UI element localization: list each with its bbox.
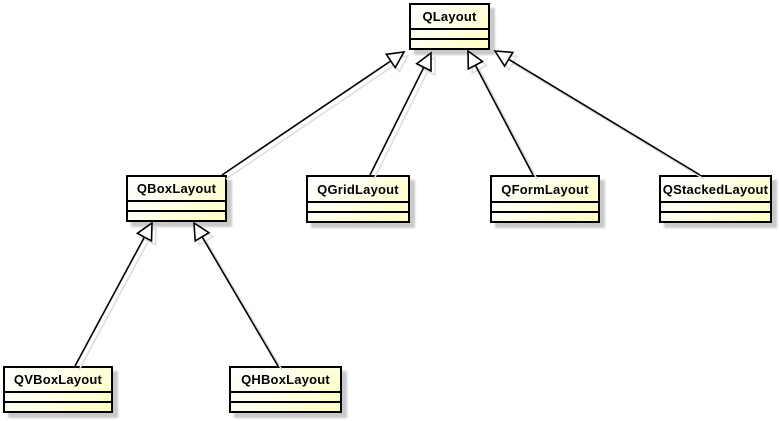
edge-qformlayout-to-qlayout bbox=[467, 49, 538, 180]
generalization-arrowhead-icon bbox=[415, 51, 432, 73]
edge-line bbox=[201, 236, 279, 367]
edge-qgridlayout-to-qlayout bbox=[369, 51, 436, 180]
class-name-qstackedlayout: QStackedLayout bbox=[662, 181, 769, 197]
edge-qhboxlayout-to-qboxlayout bbox=[193, 221, 283, 371]
edge-shadow bbox=[225, 64, 396, 180]
operations-compartment bbox=[492, 211, 598, 221]
edge-qvboxlayout-to-qboxlayout bbox=[74, 221, 157, 371]
class-name-qformlayout: QFormLayout bbox=[501, 181, 589, 197]
class-box-qformlayout: QFormLayout bbox=[490, 175, 600, 223]
generalization-arrowhead-shadow bbox=[197, 225, 215, 247]
generalization-arrowhead-shadow bbox=[419, 55, 436, 77]
operations-compartment bbox=[5, 401, 111, 411]
operations-compartment bbox=[308, 211, 408, 221]
class-box-qboxlayout: QBoxLayout bbox=[126, 175, 227, 222]
class-name-qhboxlayout: QHBoxLayout bbox=[241, 372, 330, 387]
operations-compartment bbox=[231, 401, 340, 411]
attributes-compartment bbox=[661, 201, 770, 211]
generalization-arrowhead-icon bbox=[493, 50, 515, 68]
generalization-arrowhead-icon bbox=[384, 51, 406, 70]
class-box-qvboxlayout: QVBoxLayout bbox=[3, 366, 113, 413]
edge-shadow bbox=[78, 240, 150, 371]
edge-line bbox=[474, 64, 534, 176]
generalization-arrowhead-icon bbox=[135, 221, 153, 243]
operations-compartment bbox=[661, 211, 770, 221]
edge-shadow bbox=[373, 70, 429, 180]
class-box-qstackedlayout: QStackedLayout bbox=[659, 175, 772, 223]
attributes-compartment bbox=[492, 201, 598, 211]
edge-shadow bbox=[205, 240, 283, 371]
edge-qstackedlayout-to-qlayout bbox=[493, 50, 705, 180]
edge-qboxlayout-to-qlayout bbox=[221, 51, 410, 180]
operations-compartment bbox=[411, 38, 488, 48]
attributes-compartment bbox=[411, 28, 488, 38]
edge-line bbox=[74, 236, 146, 367]
generalization-arrowhead-icon bbox=[467, 49, 485, 71]
edge-line bbox=[508, 58, 701, 176]
class-name-qvboxlayout: QVBoxLayout bbox=[13, 372, 103, 387]
generalization-arrowhead-icon bbox=[193, 221, 211, 243]
attributes-compartment bbox=[231, 391, 340, 401]
attributes-compartment bbox=[5, 391, 111, 401]
class-box-qgridlayout: QGridLayout bbox=[306, 175, 410, 223]
attributes-compartment bbox=[308, 201, 408, 211]
class-box-qlayout: QLayout bbox=[409, 3, 490, 50]
edge-shadow bbox=[478, 68, 538, 180]
class-box-qhboxlayout: QHBoxLayout bbox=[229, 366, 342, 413]
class-name-qgridlayout: QGridLayout bbox=[317, 181, 399, 197]
attributes-compartment bbox=[128, 200, 225, 210]
generalization-arrowhead-shadow bbox=[471, 53, 489, 75]
generalization-arrowhead-shadow bbox=[497, 54, 519, 72]
class-name-qlayout: QLayout bbox=[422, 9, 477, 24]
edge-line bbox=[369, 66, 425, 176]
generalization-arrowhead-shadow bbox=[139, 225, 157, 247]
edge-shadow bbox=[512, 62, 705, 180]
class-name-qboxlayout: QBoxLayout bbox=[136, 181, 217, 196]
edge-line bbox=[221, 60, 392, 176]
generalization-arrowhead-shadow bbox=[388, 55, 410, 74]
operations-compartment bbox=[128, 210, 225, 220]
